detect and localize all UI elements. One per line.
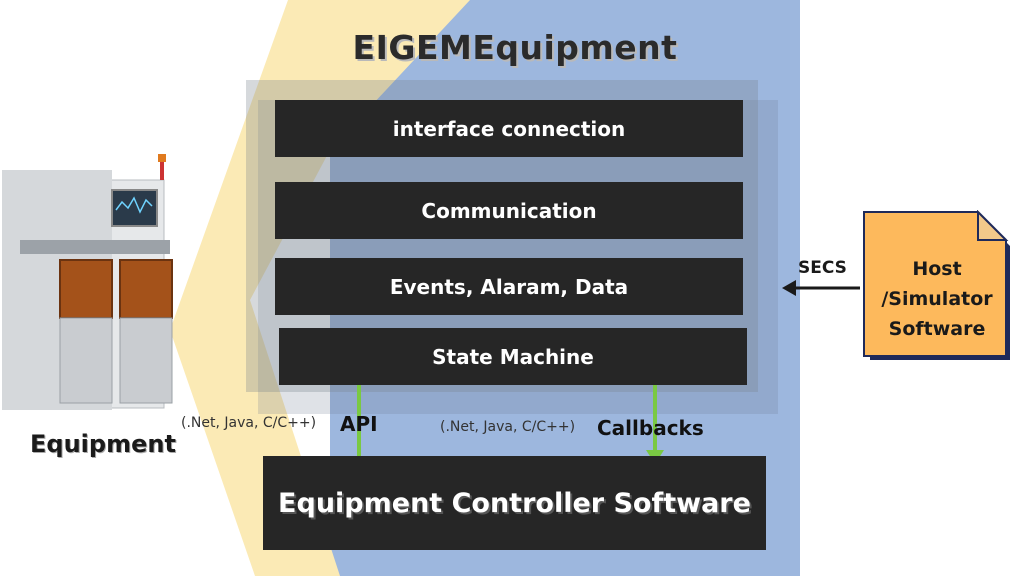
host-line-1: Host bbox=[912, 258, 962, 280]
api-languages: (.Net, Java, C/C++) bbox=[181, 415, 317, 431]
callbacks-languages: (.Net, Java, C/C++) bbox=[440, 419, 576, 435]
layer-communication: Communication bbox=[275, 182, 743, 239]
host-simulator-label: Host /Simulator Software bbox=[862, 254, 1012, 344]
diagram-title: EIGEMEquipment bbox=[352, 28, 678, 67]
layer-interface-connection: interface connection bbox=[275, 100, 743, 157]
callbacks-label: Callbacks bbox=[597, 416, 704, 440]
yellow-band bbox=[170, 0, 470, 576]
host-line-3: Software bbox=[888, 318, 986, 340]
secs-label: SECS bbox=[798, 258, 847, 278]
api-label: API bbox=[340, 412, 378, 436]
host-document-icon bbox=[863, 210, 1010, 360]
secs-arrowhead bbox=[782, 280, 796, 296]
equipment-machine-icon bbox=[2, 154, 173, 410]
equipment-label: Equipment bbox=[30, 430, 176, 458]
host-line-2: /Simulator bbox=[881, 288, 993, 310]
layer-events-alarm-data: Events, Alaram, Data bbox=[275, 258, 743, 315]
equipment-controller-software: Equipment Controller Software bbox=[263, 456, 766, 550]
layer-state-machine: State Machine bbox=[279, 328, 747, 385]
